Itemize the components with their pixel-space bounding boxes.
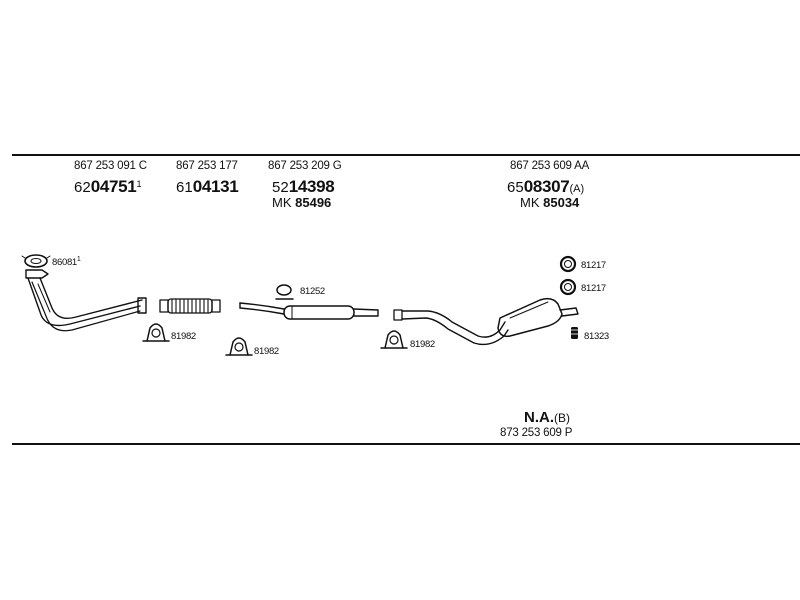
part-number-4: 867 253 609 AA [510, 160, 590, 172]
hanger-label: 81323 [584, 331, 609, 342]
clamp-icon [225, 337, 253, 356]
mk-prefix: MK [520, 195, 540, 210]
ring-label-2: 81217 [581, 283, 606, 294]
ring-icon [275, 284, 294, 300]
reference-3: 5214398 [272, 177, 335, 196]
gasket-superscript: 1 [76, 256, 81, 263]
reference-prefix: 65 [507, 179, 524, 196]
footer-status: N.A.(B) [524, 410, 570, 425]
gasket-label: 860811 [52, 256, 81, 268]
reference-prefix: 61 [176, 179, 193, 196]
reference-number: 04131 [192, 177, 239, 196]
clamp-label-1: 81982 [171, 331, 196, 342]
rear-muffler-icon [393, 297, 579, 346]
clamp-icon [142, 323, 170, 342]
reference-superscript: 1 [136, 179, 142, 189]
top-rule [12, 154, 800, 156]
mk-value: 85034 [543, 195, 580, 210]
centre-muffler-icon [239, 302, 379, 320]
reference-2: 6104131 [176, 177, 239, 196]
part-number-3: 867 253 209 G [268, 160, 342, 172]
part-number-1: 867 253 091 C [74, 160, 147, 172]
ring-label: 81252 [300, 286, 325, 297]
reference-4: 6508307(A) [507, 178, 584, 195]
clamp-label-2: 81982 [254, 346, 279, 357]
reference-number: 04751 [90, 177, 137, 196]
part-number-2: 867 253 177 [176, 160, 238, 172]
bottom-rule [12, 443, 800, 445]
flex-pipe-icon [159, 298, 221, 314]
front-pipe-icon [25, 269, 147, 332]
mk-value: 85496 [295, 195, 332, 210]
reference-suffix: (A) [569, 183, 585, 195]
clamp-icon [380, 330, 408, 349]
footer-part-number: 873 253 609 P [500, 427, 573, 439]
clamp-label-3: 81982 [410, 339, 435, 350]
reference-prefix: 62 [74, 179, 91, 196]
mk-number-4: MK 85034 [520, 196, 579, 209]
ring-icon [559, 255, 577, 273]
reference-number: 14398 [288, 177, 335, 196]
reference-number: 08307 [523, 177, 570, 196]
gasket-number: 86081 [52, 257, 77, 268]
gasket-icon [21, 254, 51, 268]
ring-icon [559, 278, 577, 296]
reference-prefix: 52 [272, 179, 289, 196]
rubber-hanger-icon [571, 327, 578, 339]
mk-prefix: MK [272, 195, 292, 210]
ring-label-1: 81217 [581, 260, 606, 271]
footer-status-suffix: (B) [554, 411, 570, 425]
reference-1: 62047511 [74, 178, 141, 195]
mk-number-3: MK 85496 [272, 196, 331, 209]
footer-status-text: N.A. [524, 409, 554, 426]
